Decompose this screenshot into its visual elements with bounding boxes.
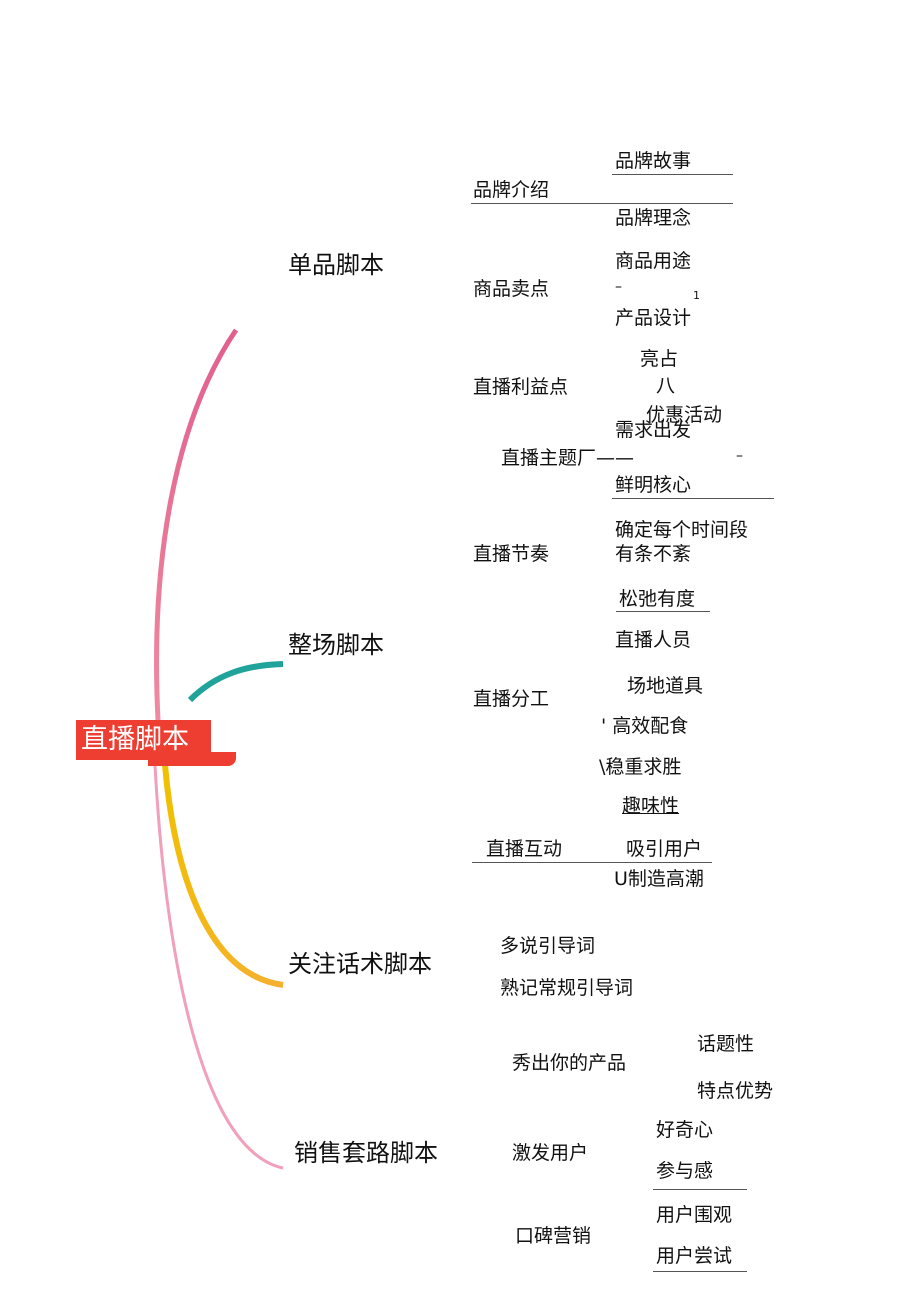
branch-line-1 [154, 328, 239, 721]
branch-single-product[interactable]: 单品脚本 [288, 251, 384, 279]
leaf[interactable]: 场地道具 [627, 675, 704, 697]
leaf[interactable]: U制造高潮 [614, 868, 704, 890]
leaf[interactable]: 趣味性 [622, 795, 680, 817]
node[interactable]: 直播分工 [473, 688, 550, 710]
leaf[interactable]: \稳重求胜 [599, 756, 682, 778]
leaf[interactable]: 确定每个时间段 [615, 519, 749, 541]
leaf[interactable]: 好奇心 [656, 1119, 714, 1141]
leaf[interactable]: 优惠活动 [646, 404, 723, 426]
branch-follow-script[interactable]: 关注话术脚本 [288, 950, 432, 978]
root-node-tab [148, 752, 236, 766]
leaf[interactable]: 吸引用户 [626, 838, 703, 860]
node[interactable]: 激发用户 [512, 1142, 589, 1164]
leaf[interactable]: 品牌理念 [615, 207, 692, 229]
leaf[interactable]: 松弛有度 [619, 588, 696, 610]
leaf[interactable]: 八 [656, 375, 676, 397]
node[interactable]: 直播节奏 [473, 543, 550, 565]
branch-sales-script[interactable]: 销售套路脚本 [294, 1139, 438, 1167]
underline [653, 1271, 747, 1272]
node[interactable]: 直播互动 [486, 838, 563, 860]
underline [612, 174, 733, 175]
leaf[interactable]: 直播人员 [615, 629, 692, 651]
leaf[interactable]: 品牌故事 [615, 150, 692, 172]
node[interactable]: 直播主题厂—— [501, 447, 635, 469]
node[interactable]: 口碑营销 [515, 1225, 592, 1247]
node[interactable]: 熟记常规引导词 [500, 977, 634, 999]
leaf[interactable]: 用户围观 [656, 1204, 733, 1226]
mark: – [736, 448, 743, 464]
leaf[interactable]: 用户尝试 [656, 1245, 733, 1267]
leaf[interactable]: ' 高效配食 [601, 715, 689, 737]
underline [616, 611, 710, 612]
branch-line-3 [162, 764, 284, 988]
underline [653, 1189, 747, 1190]
node[interactable]: 品牌介绍 [473, 179, 550, 201]
underline [472, 862, 712, 863]
leaf[interactable]: 话题性 [697, 1033, 755, 1055]
leaf[interactable]: 有条不紊 [615, 543, 692, 565]
leaf[interactable]: 商品用途 [615, 250, 692, 272]
leaf[interactable]: 鲜明核心 [615, 474, 692, 496]
branch-line-4 [153, 764, 284, 1170]
underline [612, 498, 774, 499]
leaf[interactable]: 参与感 [656, 1160, 714, 1182]
leaf[interactable]: 产品设计 [615, 307, 692, 329]
mark: – [615, 279, 622, 295]
underline [471, 203, 733, 204]
leaf[interactable]: 需求出发 [615, 419, 692, 441]
leaf[interactable]: 亮占 [640, 348, 679, 370]
branch-full-show[interactable]: 整场脚本 [288, 631, 384, 659]
leaf[interactable]: 特点优势 [697, 1080, 774, 1102]
root-node[interactable]: 直播脚本 [76, 720, 211, 760]
node[interactable]: 商品卖点 [473, 278, 550, 300]
node[interactable]: 秀出你的产品 [512, 1052, 627, 1074]
node[interactable]: 直播利益点 [473, 376, 569, 398]
node[interactable]: 多说引导词 [500, 935, 596, 957]
branch-line-2 [187, 661, 284, 703]
mark: 1 [693, 289, 700, 302]
